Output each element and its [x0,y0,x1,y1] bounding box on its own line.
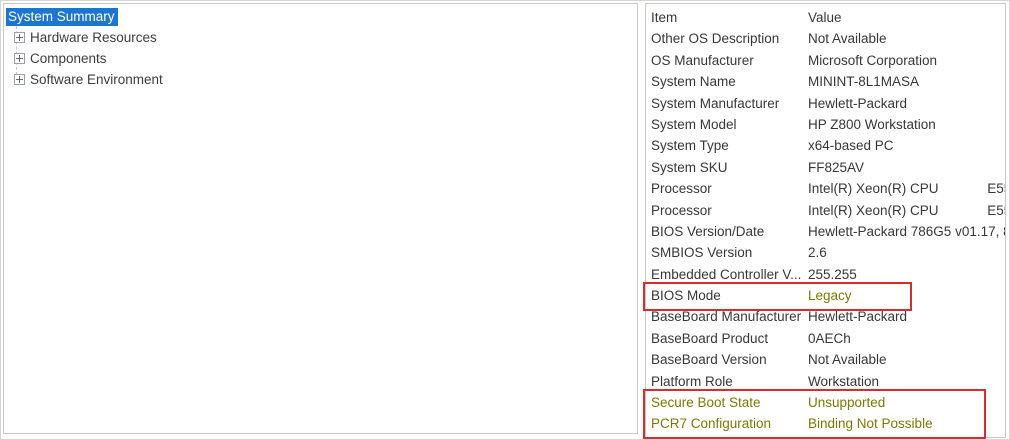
row-item-label: System Manufacturer [651,95,780,111]
row-item-label: PCR7 Configuration [651,416,772,432]
tree-connector-line [16,26,17,75]
row-value: Legacy [808,288,852,304]
table-row[interactable]: PCR7 Configuration Binding Not Possible [651,413,1005,434]
table-row[interactable]: BaseBoard Manufacturer Hewlett-Packard [651,306,1005,327]
row-value: Workstation [808,373,880,389]
row-item-label: Processor [651,181,712,197]
table-row[interactable]: System Model HP Z800 Workstation [651,114,1005,135]
row-item-label: OS Manufacturer [651,52,754,68]
row-value: Hewlett-Packard [808,309,908,325]
row-value: Hewlett-Packard 786G5 v01.17, 8/ [808,223,1005,239]
table-row[interactable]: BaseBoard Version Not Available [651,349,1005,370]
row-value: Intel(R) Xeon(R) CPU E5506 [808,181,1005,197]
table-row[interactable]: BIOS Mode Legacy [651,285,1005,306]
row-value: FF825AV [808,159,865,175]
table-row[interactable]: System Name MININT-8L1MASA [651,71,1005,92]
row-value: Intel(R) Xeon(R) CPU E5506 [808,202,1005,218]
row-value: MININT-8L1MASA [808,74,920,90]
row-item-label: Platform Role [651,373,733,389]
row-value: Not Available [808,352,887,368]
row-item-label: Other OS Description [651,31,780,47]
row-value: 0AECh [808,330,851,346]
table-row[interactable]: System Manufacturer Hewlett-Packard [651,93,1005,114]
row-value: Microsoft Corporation [808,52,938,68]
row-item-label: System Model [651,116,737,132]
table-row[interactable]: Processor Intel(R) Xeon(R) CPU E5506 [651,200,1005,221]
table-row[interactable]: SMBIOS Version 2.6 [651,242,1005,263]
column-header-item[interactable]: Item [651,10,678,25]
tree-item-label: Hardware Resources [30,30,157,46]
row-item-label: System Name [651,74,736,90]
tree-item-label: Software Environment [30,71,163,87]
row-value: x64-based PC [808,138,894,154]
expand-plus-icon[interactable] [14,52,25,64]
table-row[interactable]: System SKU FF825AV [651,157,1005,178]
row-item-label: BaseBoard Version [651,352,767,368]
column-header-value[interactable]: Value [808,10,842,25]
row-item-label: Processor [651,202,712,218]
row-value: 255.255 [808,266,857,282]
expand-plus-icon[interactable] [14,73,25,85]
row-item-label: BaseBoard Product [651,330,769,346]
table-row[interactable]: Processor Intel(R) Xeon(R) CPU E5506 [651,178,1005,199]
row-value: Unsupported [808,395,886,411]
row-item-label: BaseBoard Manufacturer [651,309,802,325]
table-row[interactable]: Other OS Description Not Available [651,28,1005,49]
expand-plus-icon[interactable] [14,32,25,44]
sidebar-item-components[interactable]: Components [6,48,637,69]
tree-item-label: Components [30,50,107,66]
row-item-label: System SKU [651,159,728,175]
table-row[interactable]: BIOS Version/Date Hewlett-Packard 786G5 v… [651,221,1005,242]
row-item-label: SMBIOS Version [651,245,753,261]
table-row[interactable]: Secure Boot State Unsupported [651,392,1005,413]
tree-item-label: System Summary [6,8,118,27]
sidebar-item-hardware-resources[interactable]: Hardware Resources [6,28,637,49]
table-row[interactable]: Embedded Controller V... 255.255 [651,264,1005,285]
table-header: Item Value [651,7,1005,28]
row-item-label: BIOS Version/Date [651,223,765,239]
row-value: HP Z800 Workstation [808,116,936,132]
table-row[interactable]: OS Manufacturer Microsoft Corporation [651,50,1005,71]
row-item-label: Embedded Controller V... [651,266,802,282]
row-item-label: BIOS Mode [651,288,721,304]
sidebar-item-software-environment[interactable]: Software Environment [6,69,637,90]
sidebar-item-system-summary[interactable]: System Summary [6,7,637,28]
row-value: Binding Not Possible [808,416,933,432]
row-item-label: Secure Boot State [651,395,761,411]
table-row[interactable]: Platform Role Workstation [651,371,1005,392]
row-item-label: System Type [651,138,729,154]
row-value: Hewlett-Packard [808,95,908,111]
row-value: 2.6 [808,245,827,261]
row-value: Not Available [808,31,887,47]
table-row[interactable]: BaseBoard Product 0AECh [651,328,1005,349]
table-row[interactable]: System Type x64-based PC [651,135,1005,156]
